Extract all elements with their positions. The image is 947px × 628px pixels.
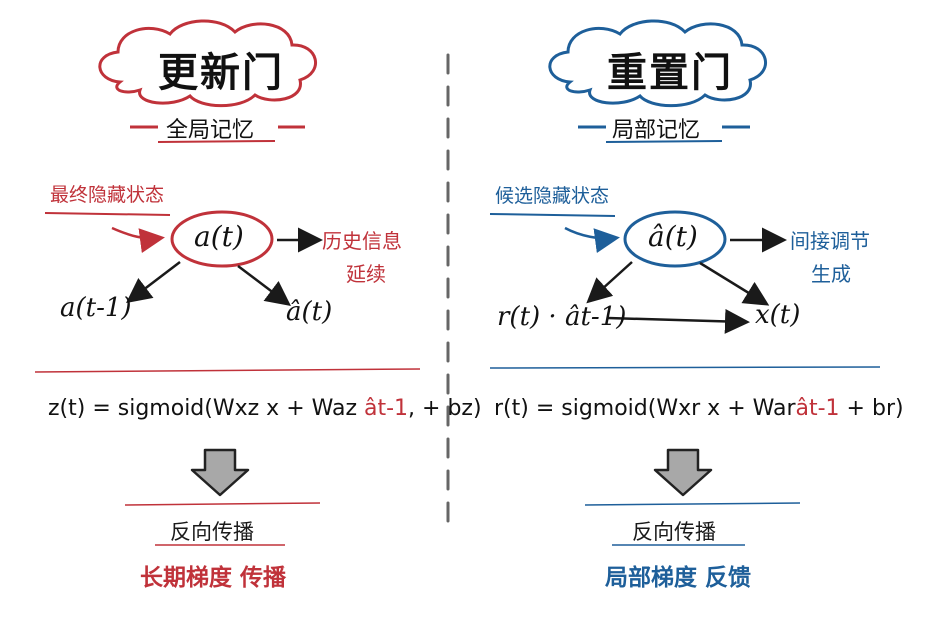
left-child-right: â(t) (286, 297, 333, 327)
left-formula-topline (34, 368, 421, 373)
left-formula: z(t) = sigmoid(Wxz x + Waz ât-1, + bz) (48, 396, 482, 421)
right-result-line2: 局部梯度 反馈 (605, 565, 752, 591)
left-result-topline (124, 502, 321, 506)
left-result-line1: 反向传播 (170, 520, 254, 544)
right-formula-start: r(t) = sigmoid(Wxr x (494, 396, 721, 421)
left-input-underline (44, 212, 171, 216)
right-subtitle: 局部记忆 (612, 118, 701, 143)
left-child-arrow-left (126, 261, 181, 304)
left-input-label: 最终隐藏状态 (50, 184, 165, 206)
right-input-arrow (564, 226, 620, 254)
left-cloud (98, 19, 317, 108)
left-center-node-text: a(t) (194, 220, 244, 253)
left-subtitle-underline (157, 140, 276, 143)
right-title: 重置门 (607, 50, 733, 96)
left-child-arrow-right (237, 265, 291, 307)
right-formula-topline (489, 366, 881, 369)
right-child-left: r(t) · ât-1) (497, 302, 627, 332)
right-formula-mid: + War (727, 396, 796, 421)
left-center-node: a(t) (194, 220, 244, 253)
right-child-arrow-left (586, 261, 633, 304)
right-down-arrow-icon (653, 448, 713, 497)
left-output-label-line1: 历史信息 (322, 229, 402, 253)
right-child-right: x(t) (755, 300, 801, 330)
left-title: 更新门 (158, 50, 284, 96)
right-input-label: 候选隐藏状态 (495, 185, 610, 207)
left-formula-hat: ât-1 (364, 396, 409, 421)
right-child-arrow-right (699, 261, 770, 306)
right-horizontal-arrow (607, 308, 750, 334)
right-result-line1: 反向传播 (632, 520, 716, 544)
right-input-underline (489, 213, 616, 217)
right-result-topline (584, 502, 801, 506)
left-child-left: a(t-1) (60, 293, 132, 323)
left-subtitle: 全局记忆 (166, 118, 255, 143)
right-output-label-line1: 间接调节 (790, 229, 870, 253)
right-subtitle-underline (605, 140, 723, 143)
right-formula: r(t) = sigmoid(Wxr x + Warât-1 + br) (494, 396, 904, 421)
left-input-arrow (111, 226, 165, 254)
right-center-ellipse (623, 210, 727, 268)
left-result-line2: 长期梯度 传播 (140, 565, 287, 591)
left-down-arrow-icon (190, 448, 250, 497)
left-formula-end: , + bz) (408, 396, 482, 421)
left-output-label-line2: 延续 (346, 262, 386, 286)
right-cloud (548, 19, 767, 108)
right-output-label-line2: 生成 (811, 262, 851, 286)
right-formula-end: + br) (846, 396, 904, 421)
left-formula-start: z(t) = sigmoid(Wxz x (48, 396, 280, 421)
right-center-node: â(t) (648, 220, 698, 253)
right-formula-hat: ât-1 (795, 396, 840, 421)
left-center-ellipse (170, 210, 274, 268)
left-formula-mid: + Waz (286, 396, 357, 421)
